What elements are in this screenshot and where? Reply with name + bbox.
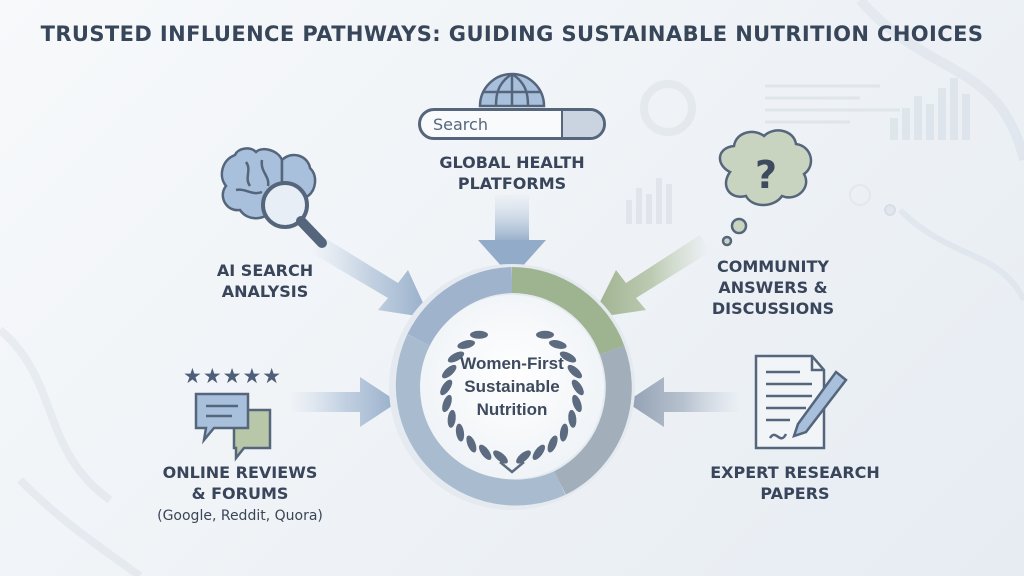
- center-hub: [389, 264, 635, 510]
- node-online-reviews-line1: ONLINE REVIEWS: [162, 463, 318, 482]
- chat-bubbles-icon: [194, 392, 272, 462]
- node-online-reviews-sub: (Google, Reddit, Quora): [157, 508, 323, 524]
- node-global-health-line2: PLATFORMS: [457, 174, 567, 193]
- laurel-leaf: [470, 330, 488, 339]
- center-label: Women-First Sustainable Nutrition: [432, 352, 592, 421]
- laurel-leaf: [572, 394, 582, 413]
- laurel-leaf: [549, 340, 567, 349]
- search-bar: Search: [418, 108, 606, 140]
- node-community-line1: COMMUNITY: [716, 257, 830, 276]
- laurel-leaf: [532, 444, 546, 460]
- laurel-leaf: [567, 364, 583, 379]
- node-ai-search: AI SEARCH ANALYSIS: [190, 260, 340, 302]
- node-expert-research-line2: PAPERS: [760, 484, 830, 503]
- node-expert-research: EXPERT RESEARCH PAPERS: [690, 462, 900, 504]
- five-star-rating: ★★★★★: [183, 365, 283, 388]
- node-expert-research-line1: EXPERT RESEARCH: [710, 463, 880, 482]
- question-mark: ?: [755, 153, 777, 197]
- search-placeholder: Search: [433, 115, 488, 134]
- arrow-from-expert-research: [626, 377, 740, 427]
- center-label-line3: Nutrition: [476, 400, 548, 419]
- arrow-from-global-health: [478, 195, 546, 278]
- laurel-leaf: [559, 351, 577, 363]
- arrow-from-community: [592, 235, 710, 318]
- laurel-leaf: [455, 423, 465, 442]
- laurel-leaf: [571, 379, 584, 396]
- laurel-leaf: [447, 351, 465, 363]
- search-button-area: [561, 111, 603, 137]
- laurel-leaf: [478, 444, 492, 460]
- node-ai-search-line2: ANALYSIS: [221, 282, 309, 301]
- laurel-leaf: [440, 379, 453, 396]
- laurel-leaf: [536, 330, 554, 339]
- thought-bubble-question-icon: [718, 129, 813, 247]
- arrow-from-ai-search: [310, 235, 430, 318]
- node-global-health-line1: GLOBAL HEALTH: [439, 153, 585, 172]
- laurel-leaf: [516, 450, 531, 464]
- laurel-leaf: [493, 450, 508, 464]
- node-community-line2: ANSWERS &: [718, 278, 828, 297]
- node-community: COMMUNITY ANSWERS & DISCUSSIONS: [688, 256, 858, 319]
- laurel-leaf: [447, 409, 456, 428]
- laurel-leaf: [442, 394, 452, 413]
- laurel-leaf: [441, 364, 457, 379]
- node-online-reviews-line2: & FORUMS: [191, 484, 289, 503]
- node-community-line3: DISCUSSIONS: [711, 299, 835, 318]
- magnifier-icon: [261, 181, 327, 248]
- laurel-leaf: [457, 340, 475, 349]
- laurel-leaf: [547, 435, 558, 453]
- laurel-leaf: [559, 423, 569, 442]
- laurel-stem: [499, 461, 525, 474]
- laurel-leaf: [466, 435, 477, 453]
- diagram-title: TRUSTED INFLUENCE PATHWAYS: GUIDING SUST…: [40, 22, 984, 46]
- node-global-health: GLOBAL HEALTH PLATFORMS: [408, 152, 616, 194]
- center-label-line1: Women-First: [460, 354, 564, 373]
- globe-icon: [478, 72, 546, 108]
- laurel-leaf: [568, 409, 577, 428]
- node-ai-search-line1: AI SEARCH: [216, 261, 314, 280]
- laurel-wreath-icon: [440, 330, 584, 474]
- center-label-line2: Sustainable: [464, 377, 560, 396]
- document-pen-icon: [754, 354, 848, 450]
- arrow-from-online-reviews: [290, 377, 398, 427]
- node-online-reviews: ONLINE REVIEWS & FORUMS: [140, 462, 340, 504]
